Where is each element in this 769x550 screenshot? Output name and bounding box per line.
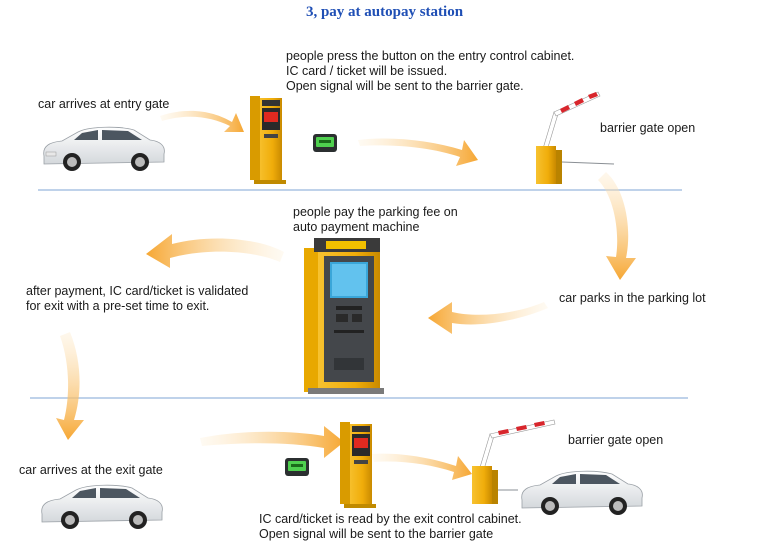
car-icon [521, 470, 643, 515]
exit-cabinet-line: IC card/ticket is read by the exit contr… [259, 512, 522, 526]
arrow-to-payment-icon [428, 302, 548, 334]
entry-cabinet-icon [250, 96, 286, 184]
barrier-open-label-1: barrier gate open [600, 121, 696, 135]
car-icon [43, 126, 165, 171]
exit-cabinet-icon [340, 422, 376, 508]
barrier-gate-icon [536, 91, 615, 184]
payment-machine-icon [304, 238, 384, 394]
entry-cabinet-line: Open signal will be sent to the barrier … [286, 79, 524, 93]
ic-card-reader-icon [285, 458, 309, 476]
arrow-to-exit-barrier-icon [372, 453, 472, 480]
entry-cabinet-caption: people press the button on the entry con… [286, 49, 574, 94]
car-icon [41, 484, 163, 529]
pay-fee-caption: people pay the parking fee on auto payme… [293, 205, 458, 235]
entry-cabinet-line: IC card / ticket will be issued. [286, 64, 448, 78]
validated-line: after payment, IC card/ticket is validat… [26, 284, 249, 298]
pay-fee-line: people pay the parking fee on [293, 205, 458, 219]
pay-fee-line: auto payment machine [293, 220, 420, 234]
exit-cabinet-caption: IC card/ticket is read by the exit contr… [259, 512, 522, 542]
exit-cabinet-line: Open signal will be sent to the barrier … [259, 527, 494, 541]
arrow-down-parking-icon [598, 172, 636, 280]
entry-cabinet-line: people press the button on the entry con… [286, 49, 575, 63]
arrow-to-barrier-icon [358, 138, 478, 166]
barrier-gate-icon [472, 419, 556, 504]
arrow-to-exit-cabinet-icon [200, 426, 344, 458]
car-arrives-entry-label: car arrives at entry gate [38, 97, 170, 111]
validated-line: for exit with a pre-set time to exit. [26, 299, 210, 313]
car-parks-label: car parks in the parking lot [559, 291, 706, 305]
barrier-open-label-2: barrier gate open [568, 433, 664, 447]
car-arrives-exit-label: car arrives at the exit gate [19, 463, 163, 477]
ic-card-reader-icon [313, 134, 337, 152]
arrow-down-exit-icon [56, 332, 84, 440]
arrow-to-entry-icon [160, 110, 244, 132]
page-title: 3, pay at autopay station [305, 4, 464, 20]
validated-caption: after payment, IC card/ticket is validat… [26, 284, 248, 314]
arrow-to-validate-icon [146, 234, 284, 268]
